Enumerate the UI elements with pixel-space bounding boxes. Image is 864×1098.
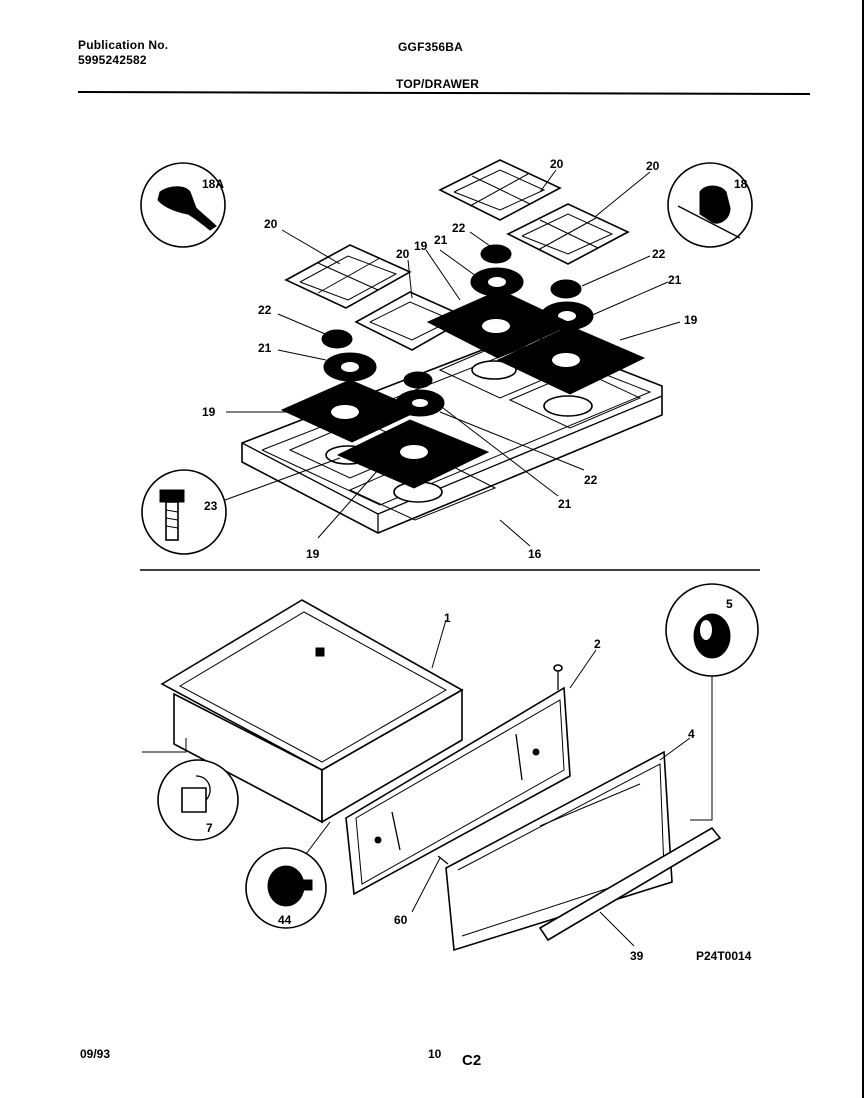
callout-19-b: 19 <box>414 239 428 253</box>
inset-44 <box>245 847 327 929</box>
callout-39: 39 <box>630 949 644 963</box>
inset-18a <box>140 162 226 248</box>
figure-id: P24T0014 <box>696 949 752 963</box>
grate-rear-left <box>438 159 562 221</box>
callout-21-d: 21 <box>558 497 572 511</box>
callout-20-d: 20 <box>646 159 660 173</box>
callout-20-c: 20 <box>550 157 564 171</box>
header-rule <box>77 91 811 95</box>
publication-label: Publication No. <box>78 38 169 52</box>
footer-code: C2 <box>462 1052 482 1069</box>
model-number: GGF356BA <box>398 40 463 54</box>
top-leaders <box>224 169 681 547</box>
grate-front-left <box>284 244 412 309</box>
publication-number: 5995242582 <box>78 53 147 67</box>
callout-1: 1 <box>444 611 451 625</box>
callout-22-d: 22 <box>584 473 598 487</box>
callout-21-b: 21 <box>434 233 448 247</box>
section-title: TOP/DRAWER <box>396 77 480 91</box>
cooktop-assembly <box>241 159 663 534</box>
callout-21-c: 21 <box>668 273 682 287</box>
callout-19-a: 19 <box>202 405 216 419</box>
drawer-assembly <box>160 599 722 952</box>
callout-19-c: 19 <box>684 313 698 327</box>
callout-18: 18 <box>734 177 748 191</box>
callout-20-b: 20 <box>396 247 410 261</box>
callout-22-a: 22 <box>258 303 272 317</box>
bottom-leaders <box>142 619 713 947</box>
callout-22-b: 22 <box>452 221 466 235</box>
callout-44: 44 <box>278 913 292 927</box>
footer-page: 10 <box>428 1047 442 1061</box>
callout-labels: 18A 18 20 20 20 20 22 22 22 22 21 21 21 … <box>202 157 752 963</box>
callout-19-d: 19 <box>306 547 320 561</box>
callout-18a: 18A <box>202 177 224 191</box>
callout-16: 16 <box>528 547 542 561</box>
callout-21-a: 21 <box>258 341 272 355</box>
callout-20-a: 20 <box>264 217 278 231</box>
inset-23 <box>141 469 227 555</box>
inset-18 <box>667 162 753 248</box>
inset-7 <box>157 759 239 841</box>
inset-5 <box>665 583 759 677</box>
callout-4: 4 <box>688 727 695 741</box>
callout-23: 23 <box>204 499 218 513</box>
grate-rear-right <box>506 203 630 265</box>
callout-7: 7 <box>206 821 213 835</box>
callout-5: 5 <box>726 597 733 611</box>
callout-22-c: 22 <box>652 247 666 261</box>
callout-60: 60 <box>394 913 408 927</box>
footer-date: 09/93 <box>80 1047 111 1061</box>
callout-2: 2 <box>594 637 601 651</box>
